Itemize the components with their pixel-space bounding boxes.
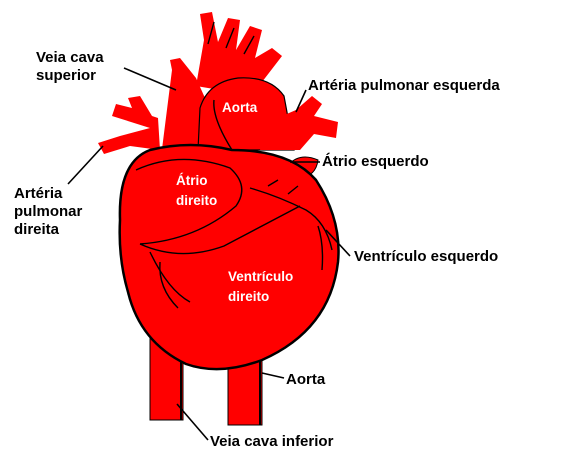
label-veia-cava-superior-line2: superior — [36, 67, 96, 84]
inner-label-atrio-direito-line1: Átrio — [176, 173, 208, 188]
inner-label-aorta: Aorta — [222, 100, 258, 115]
label-arteria-pulmonar-direita-line2: pulmonar — [14, 203, 82, 220]
inner-label-ventriculo-direito-line1: Ventrículo — [228, 269, 293, 284]
right-pulmonary-artery-vessel — [98, 96, 160, 154]
label-aorta-lower: Aorta — [286, 371, 326, 388]
heart-illustration — [98, 12, 339, 425]
label-arteria-pulmonar-direita-line3: direita — [14, 221, 60, 238]
label-arteria-pulmonar-esquerda: Artéria pulmonar esquerda — [308, 77, 500, 94]
inner-label-ventriculo-direito-line2: direito — [228, 289, 269, 304]
label-ventriculo-esquerdo: Ventrículo esquerdo — [354, 248, 498, 265]
label-veia-cava-inferior: Veia cava inferior — [210, 433, 334, 450]
label-arteria-pulmonar-direita-line1: Artéria — [14, 185, 63, 202]
label-atrio-esquerdo: Átrio esquerdo — [322, 153, 429, 170]
inner-label-atrio-direito-line2: direito — [176, 193, 217, 208]
label-veia-cava-superior-line1: Veia cava — [36, 49, 104, 66]
